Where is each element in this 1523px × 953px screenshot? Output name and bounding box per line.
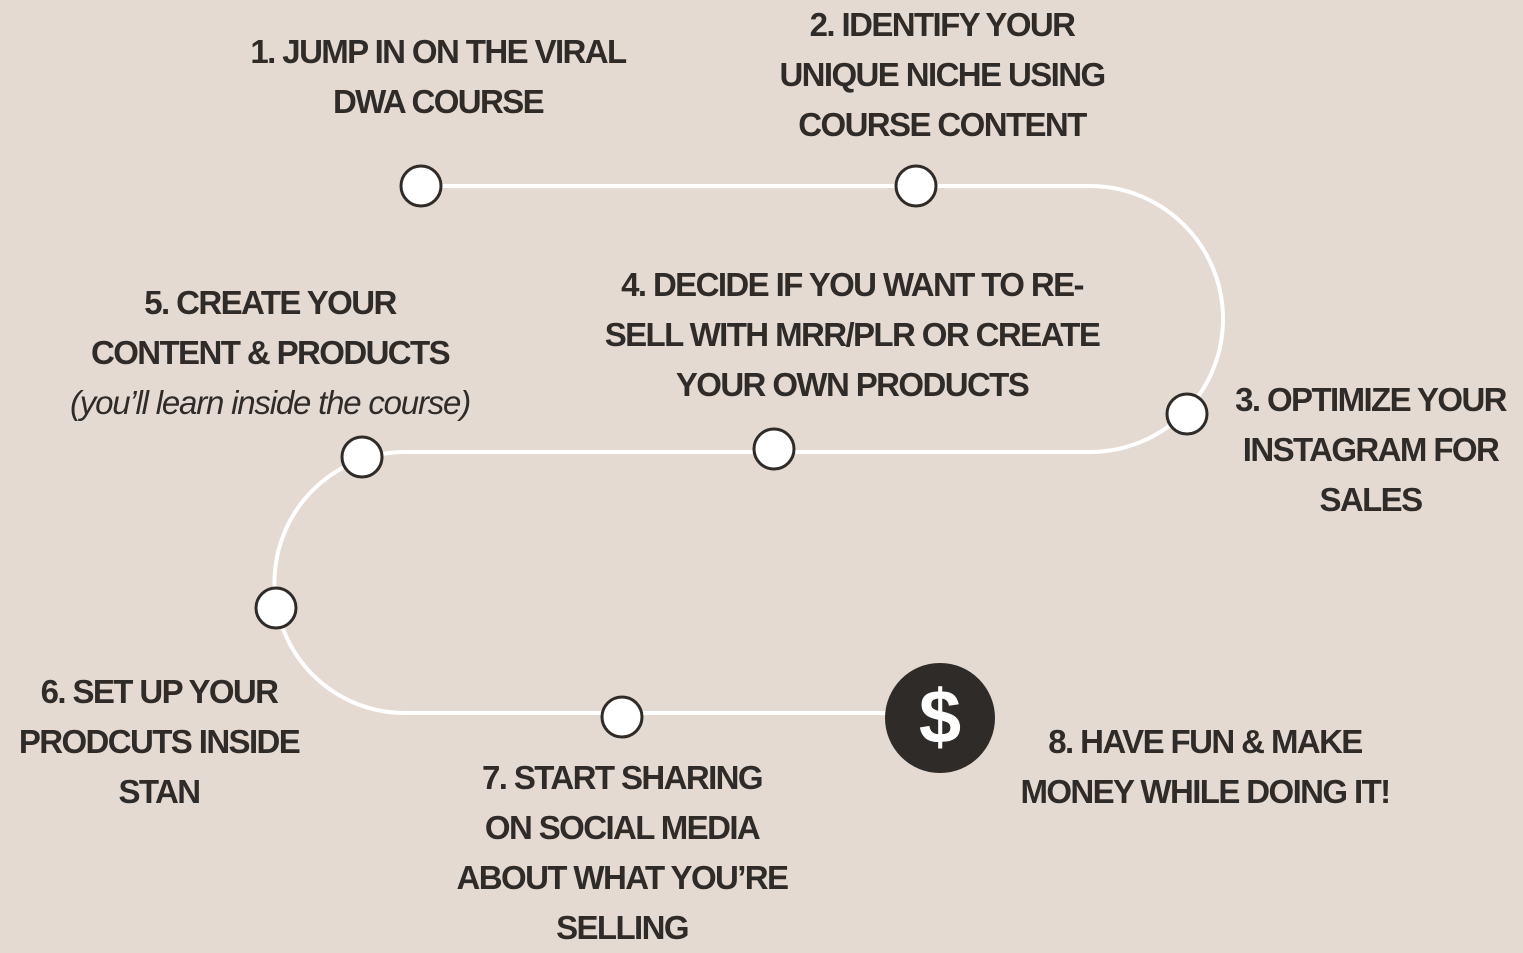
- step-1-node: [399, 164, 443, 208]
- step-2-line-1: 2. IDENTIFY YOUR: [809, 6, 1076, 43]
- step-3-line-1: 3. OPTIMIZE YOUR: [1235, 381, 1507, 418]
- step-7-line-1: 7. START SHARING: [482, 759, 764, 796]
- step-2-label: 2. IDENTIFY YOUR UNIQUE NICHE USING COUR…: [717, 0, 1167, 150]
- step-7-node: [600, 695, 644, 739]
- step-7-line-3: ABOUT WHAT YOU’RE: [456, 859, 790, 896]
- step-7-line-2: ON SOCIAL MEDIA: [484, 809, 761, 846]
- roadmap-path: [272, 184, 1225, 715]
- step-2-line-2: UNIQUE NICHE USING: [779, 56, 1106, 93]
- step-4-node: [752, 427, 796, 471]
- step-7-line-4: SELLING: [556, 909, 689, 946]
- step-3-line-3: SALES: [1319, 481, 1423, 518]
- step-8-line-2: MONEY WHILE DOING IT!: [1020, 773, 1391, 810]
- step-3-line-2: INSTAGRAM FOR: [1242, 431, 1500, 468]
- step-3-label: 3. OPTIMIZE YOUR INSTAGRAM FOR SALES: [1218, 375, 1523, 525]
- step-4-line-2: SELL WITH MRR/PLR OR CREATE: [604, 316, 1101, 353]
- dollar-icon: $: [919, 675, 961, 760]
- step-4-line-1: 4. DECIDE IF YOU WANT TO RE-: [621, 266, 1084, 303]
- step-1-line-1: 1. JUMP IN ON THE VIRAL: [250, 33, 627, 70]
- step-6-line-2: PRODCUTS INSIDE: [18, 723, 301, 760]
- step-8-line-1: 8. HAVE FUN & MAKE: [1048, 723, 1363, 760]
- step-3-node: [1165, 392, 1209, 436]
- step-5-line-2: CONTENT & PRODUCTS: [90, 334, 451, 371]
- step-6-line-3: STAN: [118, 773, 202, 810]
- step-5-node: [340, 435, 384, 479]
- step-2-line-3: COURSE CONTENT: [798, 106, 1087, 143]
- step-6-line-1: 6. SET UP YOUR: [40, 673, 279, 710]
- step-4-label: 4. DECIDE IF YOU WANT TO RE- SELL WITH M…: [562, 260, 1142, 410]
- step-1-label: 1. JUMP IN ON THE VIRAL DWA COURSE: [213, 27, 663, 127]
- step-6-label: 6. SET UP YOUR PRODCUTS INSIDE STAN: [0, 667, 318, 817]
- step-2-node: [894, 164, 938, 208]
- step-7-label: 7. START SHARING ON SOCIAL MEDIA ABOUT W…: [412, 753, 832, 953]
- step-8-label: 8. HAVE FUN & MAKE MONEY WHILE DOING IT!: [985, 717, 1425, 817]
- step-8-node: $: [885, 663, 995, 773]
- step-1-line-2: DWA COURSE: [332, 83, 545, 120]
- step-6-node: [254, 586, 298, 630]
- step-5-note: (you’ll learn inside the course): [70, 384, 471, 421]
- step-5-line-1: 5. CREATE YOUR: [144, 284, 397, 321]
- step-4-line-3: YOUR OWN PRODUCTS: [675, 366, 1030, 403]
- step-5-label: 5. CREATE YOUR CONTENT & PRODUCTS (you’l…: [30, 278, 510, 428]
